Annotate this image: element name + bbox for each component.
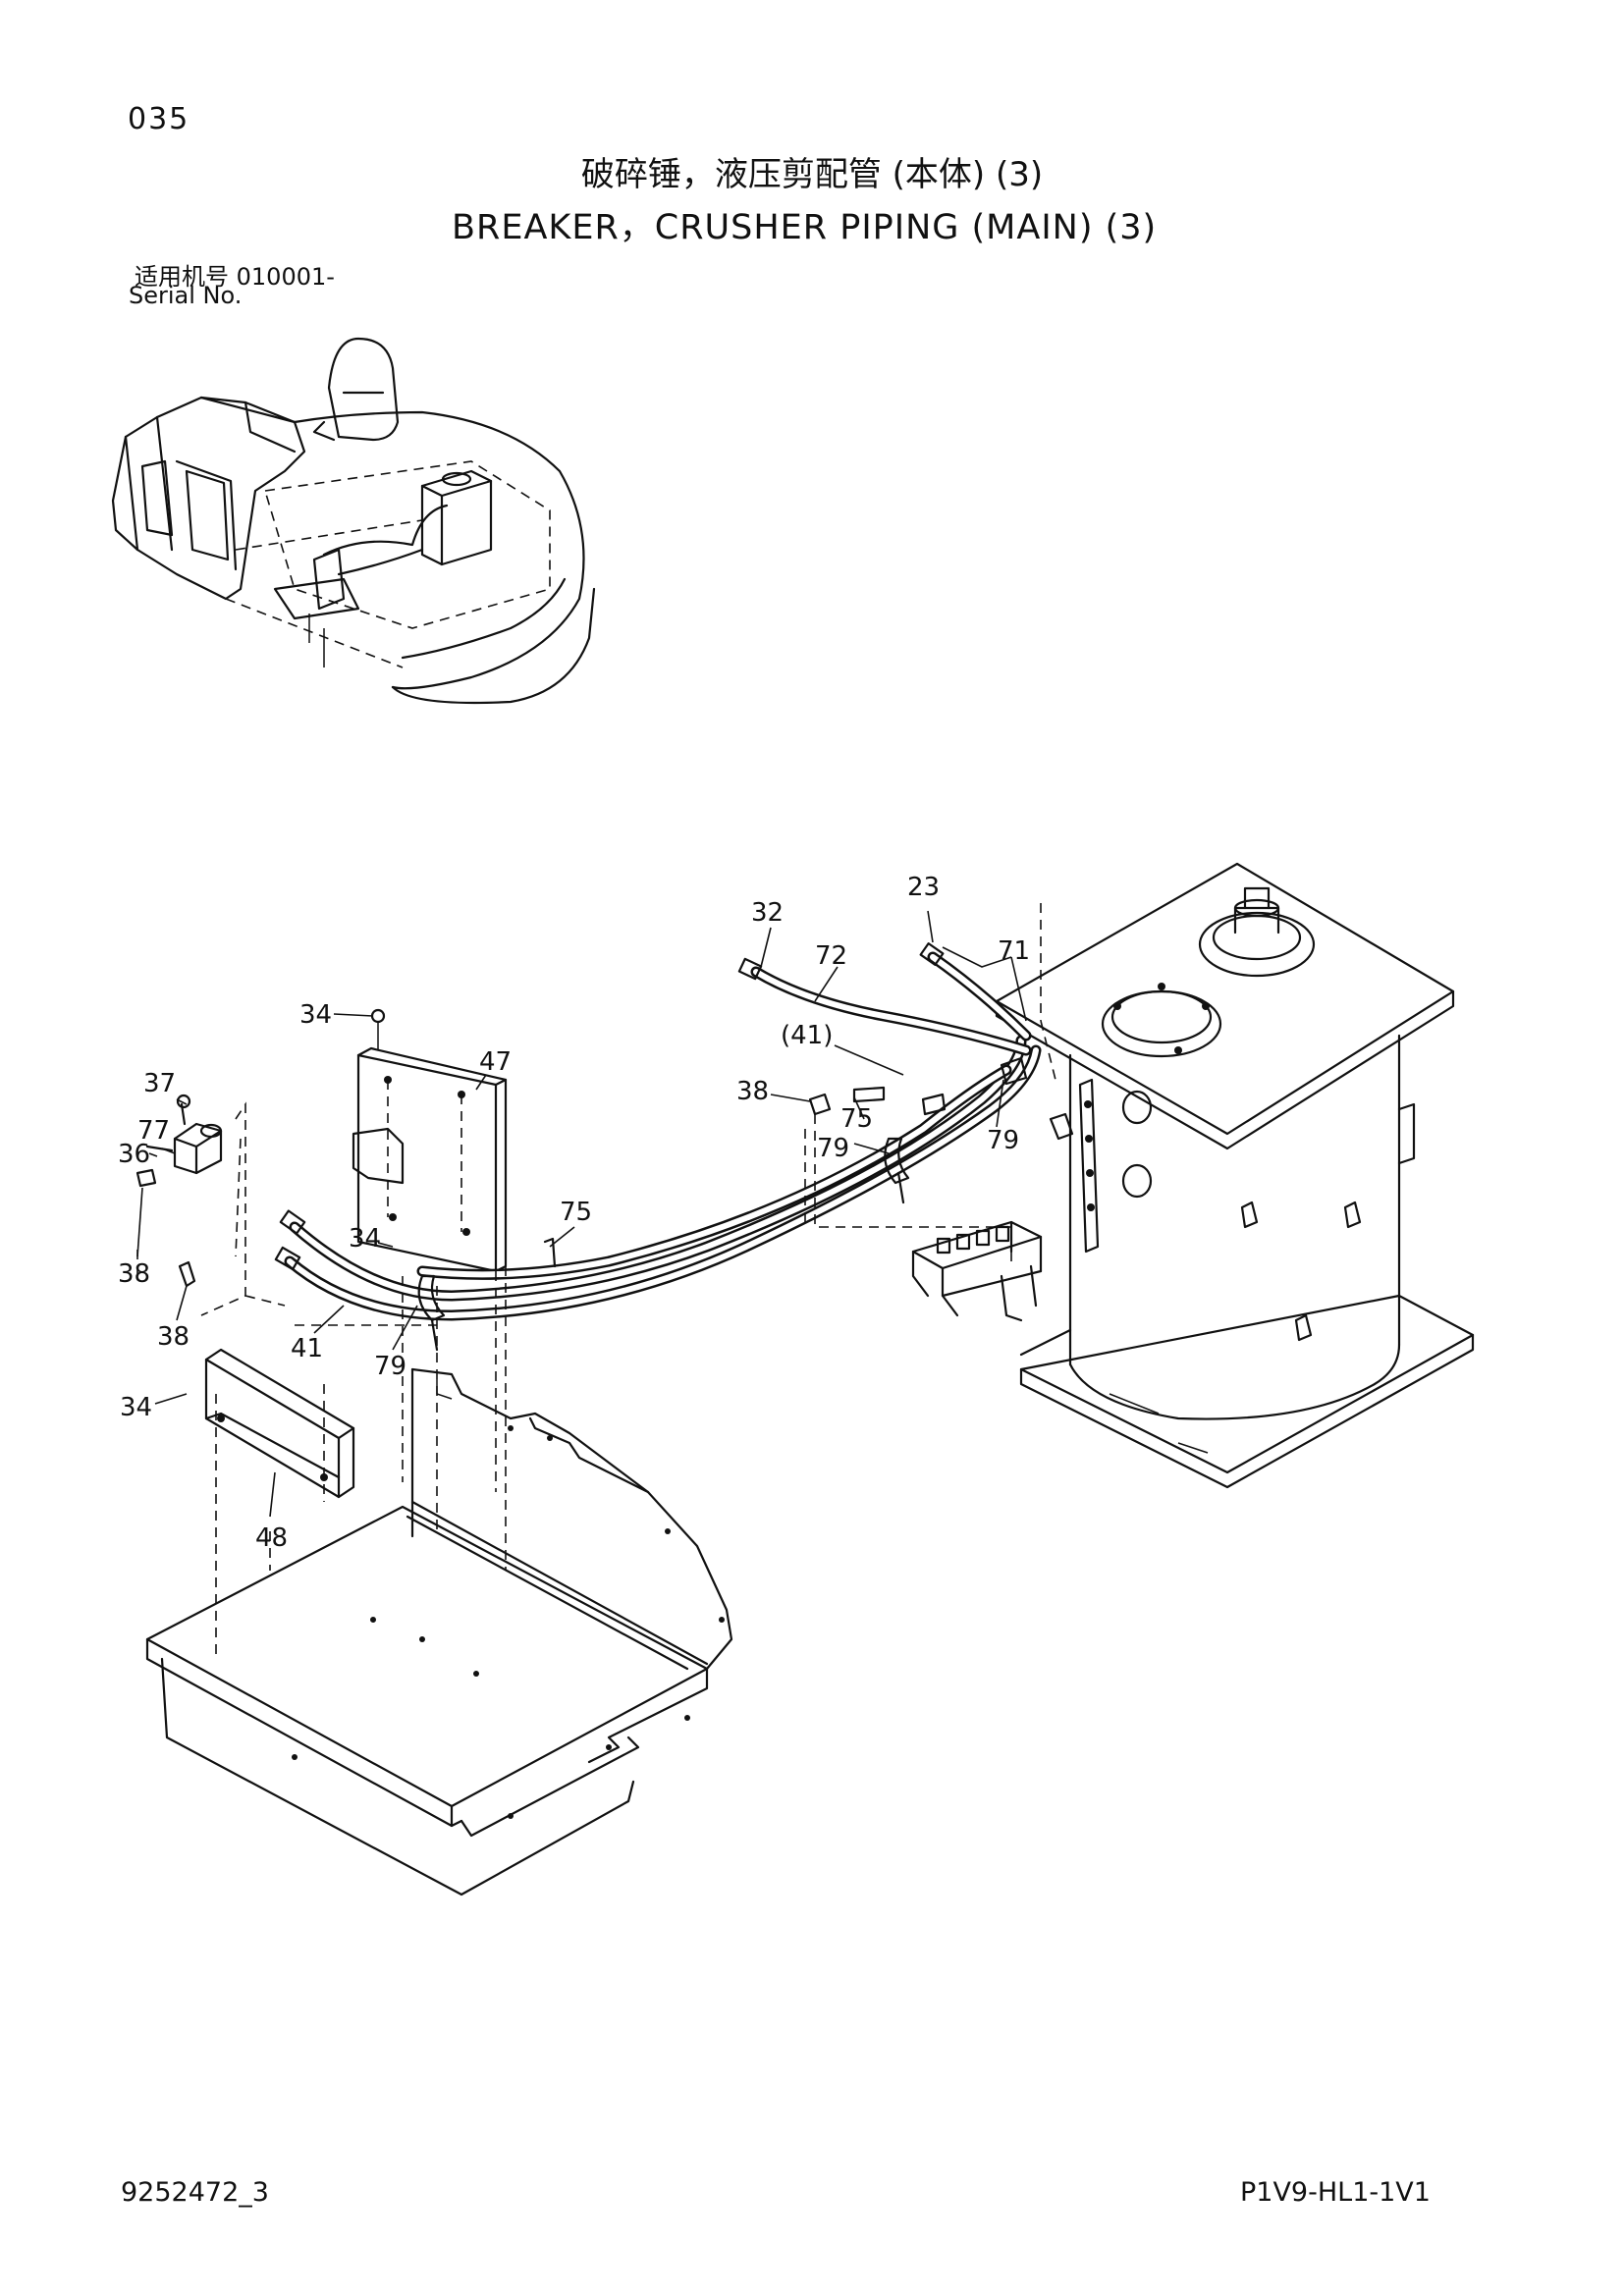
serial-label-cn: 适用机号	[135, 263, 229, 291]
excavator-overview-drawing	[111, 337, 596, 705]
title-english: BREAKER，CRUSHER PIPING (MAIN) (3)	[452, 208, 1158, 247]
valve-block-drawing	[911, 1220, 1043, 1322]
callout-34-middle: 34	[349, 1224, 381, 1254]
callout-79-lower: 79	[374, 1352, 406, 1381]
callout-41: 41	[291, 1334, 323, 1363]
serial-value: 010001-	[236, 263, 335, 291]
callout-34-top: 34	[299, 1000, 332, 1030]
callout-79-upper-right: 79	[987, 1126, 1019, 1155]
title-chinese: 破碎锤，液压剪配管 (本体) (3)	[580, 155, 1044, 194]
callout-75-lower: 75	[560, 1198, 592, 1227]
hydraulic-tank-drawing	[995, 862, 1475, 1489]
floor-plate-drawing	[145, 1367, 733, 1896]
callout-leader-lines	[136, 910, 1027, 1518]
document-id: 9252472_3	[121, 2177, 269, 2208]
solenoid-valve-77-drawing	[135, 1094, 246, 1316]
callout-32: 32	[751, 898, 784, 928]
callout-77: 77	[137, 1116, 170, 1146]
serial-label-english: Serial No.	[129, 282, 243, 309]
callout-labels: 23 32 72 71 34 47 (41) 38 75 79 79 37 77…	[118, 873, 1030, 1553]
callout-38-lower: 38	[157, 1322, 189, 1352]
drawing-code: P1V9-HL1-1V1	[1240, 2177, 1431, 2208]
assembly-guide-lines	[136, 903, 1056, 1659]
page-number: 035	[128, 102, 190, 136]
callout-34-lower: 34	[120, 1393, 152, 1422]
callout-72: 72	[815, 941, 847, 971]
callout-38-left: 38	[118, 1259, 150, 1289]
callout-79-upper-left: 79	[817, 1134, 849, 1163]
callout-38-upper: 38	[736, 1077, 769, 1106]
callout-41-parenthesized: (41)	[781, 1021, 833, 1050]
cover-48-drawing	[204, 1348, 355, 1499]
callout-36: 36	[118, 1140, 150, 1169]
bracket-plate-47-drawing	[352, 1008, 508, 1273]
callout-47: 47	[479, 1047, 512, 1077]
callout-71: 71	[998, 936, 1030, 966]
callout-48: 48	[255, 1523, 288, 1553]
callout-75-upper: 75	[840, 1104, 873, 1134]
callout-23: 23	[907, 873, 940, 902]
serial-number-chinese: 适用机号 010001-	[135, 257, 335, 292]
callout-37: 37	[143, 1069, 176, 1098]
